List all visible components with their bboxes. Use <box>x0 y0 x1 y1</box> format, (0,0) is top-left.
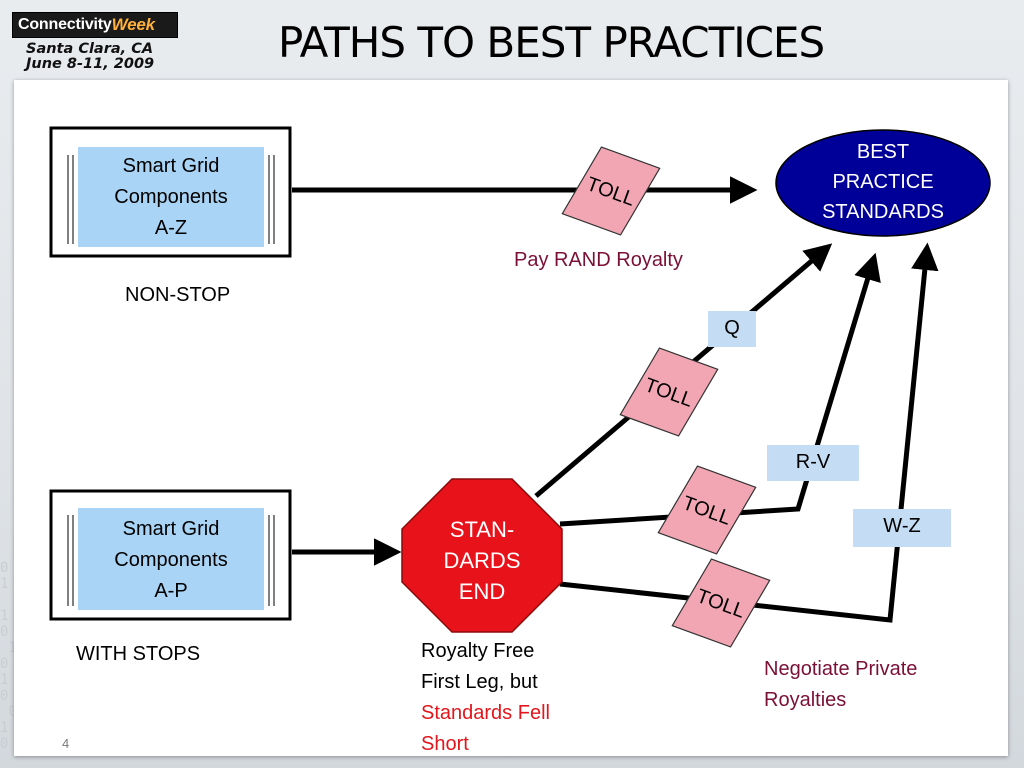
range-box-q: Q <box>708 311 756 347</box>
page-number: 4 <box>62 736 70 751</box>
note-negotiate-line1: Negotiate Private <box>764 658 918 680</box>
withstops-caption: WITH STOPS <box>76 643 201 665</box>
arrow-path-rv <box>559 252 881 527</box>
stop-line3: END <box>458 579 506 604</box>
top-component-box <box>49 126 292 258</box>
toll-booth-top: TOLL <box>561 146 661 236</box>
bottom-box-line2: Components <box>114 549 228 571</box>
range-box-rv: R-V <box>767 445 859 481</box>
note-negotiate-line2: Royalties <box>764 689 847 711</box>
top-box-text: Smart Grid Components A-Z <box>78 151 264 244</box>
bottom-box-line1: Smart Grid <box>122 518 220 540</box>
event-location: Santa Clara, CA <box>26 41 154 57</box>
toll-booth-rv: TOLL <box>657 465 757 555</box>
note-fell-short-line1: Standards Fell <box>421 702 550 724</box>
goal-line1: BEST <box>856 141 910 163</box>
event-dates: June 8-11, 2009 <box>26 56 155 72</box>
top-box-line2: Components <box>114 186 228 208</box>
note-royalty-free-line2: First Leg, but <box>421 671 538 693</box>
arrow-path-wz <box>559 242 939 623</box>
note-negotiate: Negotiate Private Royalties <box>764 654 917 716</box>
stop-line1: STAN- <box>449 517 515 542</box>
event-info: Santa Clara, CA June 8-11, 2009 <box>26 42 154 72</box>
note-royalty-free: Royalty Free First Leg, but Standards Fe… <box>421 636 550 760</box>
nonstop-caption: NON-STOP <box>125 284 231 306</box>
top-box-line1: Smart Grid <box>122 155 220 177</box>
goal-text: BEST PRACTICE STANDARDS <box>776 137 990 227</box>
logo-main-text: Connectivity <box>18 16 112 33</box>
range-box-wz: W-Z <box>853 509 951 547</box>
stop-line2: DARDS <box>443 548 521 573</box>
standards-end-stop-sign <box>401 478 563 633</box>
stop-sign-text: STAN- DARDS END <box>400 514 564 607</box>
toll-booth-q: TOLL <box>619 347 719 437</box>
bottom-component-box <box>49 489 292 621</box>
toll-booth-wz: TOLL <box>671 558 771 648</box>
bottom-box-text: Smart Grid Components A-P <box>78 514 264 607</box>
logo-week-text: Week <box>111 15 156 34</box>
goal-line2: PRACTICE <box>832 171 934 193</box>
page-title: PATHS TO BEST PRACTICES <box>278 18 825 67</box>
note-royalty-free-line1: Royalty Free <box>421 640 535 662</box>
best-practice-ellipse <box>775 129 991 237</box>
goal-line3: STANDARDS <box>822 201 944 223</box>
bottom-box-line3: A-P <box>154 580 188 602</box>
note-fell-short-line2: Short <box>421 733 469 755</box>
top-box-line3: A-Z <box>154 217 188 239</box>
note-rand-royalty: Pay RAND Royalty <box>514 249 683 271</box>
